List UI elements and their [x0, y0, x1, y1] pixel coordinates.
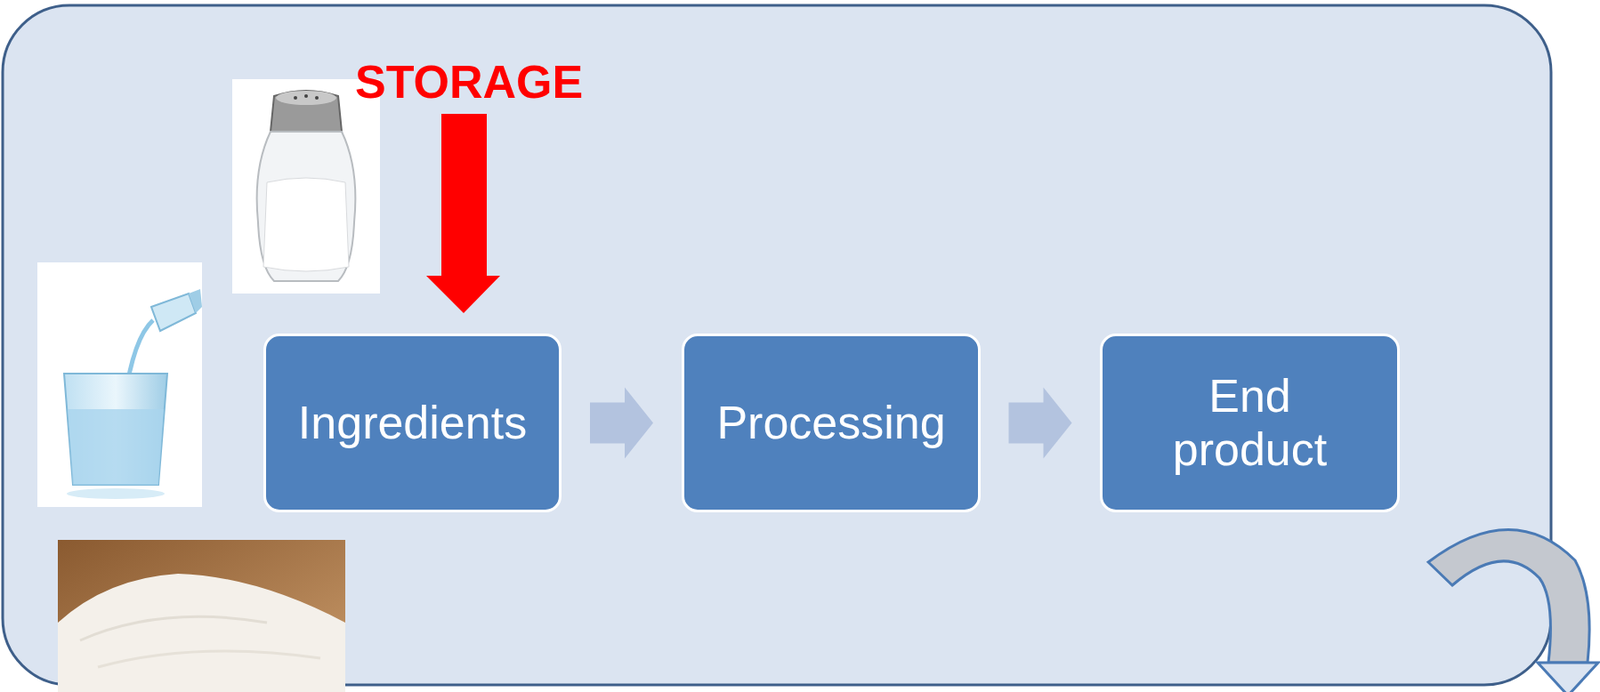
flow-arrow: [1009, 387, 1073, 460]
storage-arrow: [426, 113, 501, 314]
process-box: Processing: [681, 333, 981, 513]
box-text: Ingredients: [298, 396, 527, 451]
water-glass-picture: [37, 262, 203, 508]
box-text: Processing: [716, 396, 946, 451]
process-box: End product: [1099, 333, 1400, 513]
box-text: End product: [1152, 370, 1349, 477]
flour-picture: [57, 540, 346, 692]
flow-arrow: [589, 387, 654, 460]
salt-shaker-picture: [232, 79, 380, 294]
curved-return-arrow: [1428, 529, 1599, 692]
storage-label: STORAGE: [355, 55, 583, 109]
process-box: Ingredients: [263, 333, 562, 513]
